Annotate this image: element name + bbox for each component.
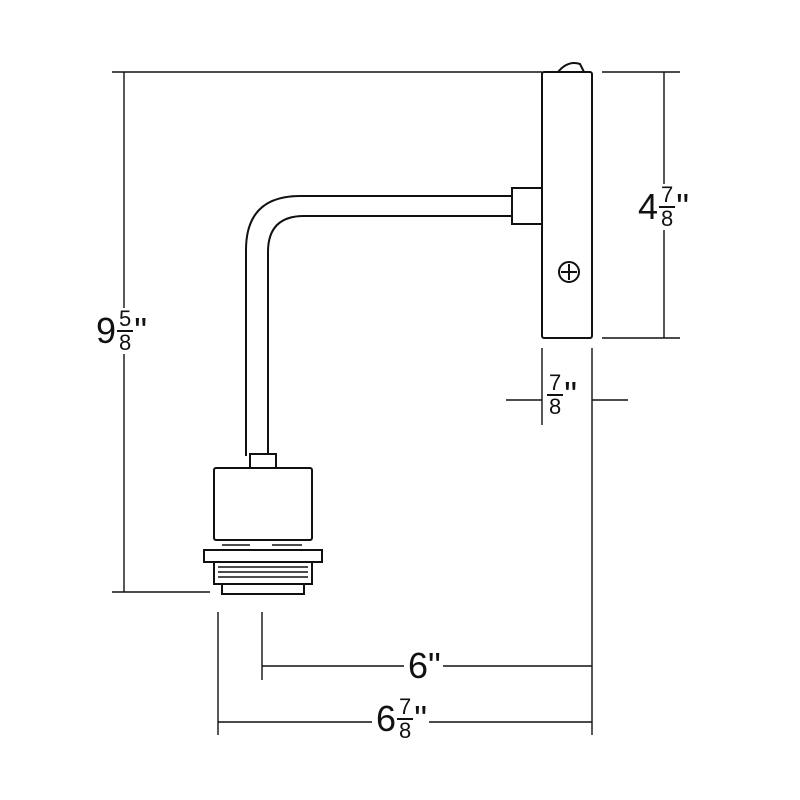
- socket-threads: [213, 561, 313, 585]
- plate-screw-icon: [558, 261, 580, 283]
- thread-lines-right: [272, 539, 302, 551]
- backplate: [541, 71, 593, 339]
- arm-extension-label: 6": [404, 648, 443, 684]
- arm-outer: [245, 195, 512, 456]
- socket-base: [221, 583, 305, 595]
- socket-collar: [249, 453, 277, 469]
- backplate-top-screw: [555, 62, 586, 73]
- thread-lines-left: [222, 539, 250, 551]
- socket-ring: [203, 549, 323, 563]
- arm-collar: [511, 187, 543, 225]
- socket-cup: [213, 467, 313, 541]
- arm-inner: [267, 215, 512, 456]
- lower-thread-lines: [218, 566, 308, 578]
